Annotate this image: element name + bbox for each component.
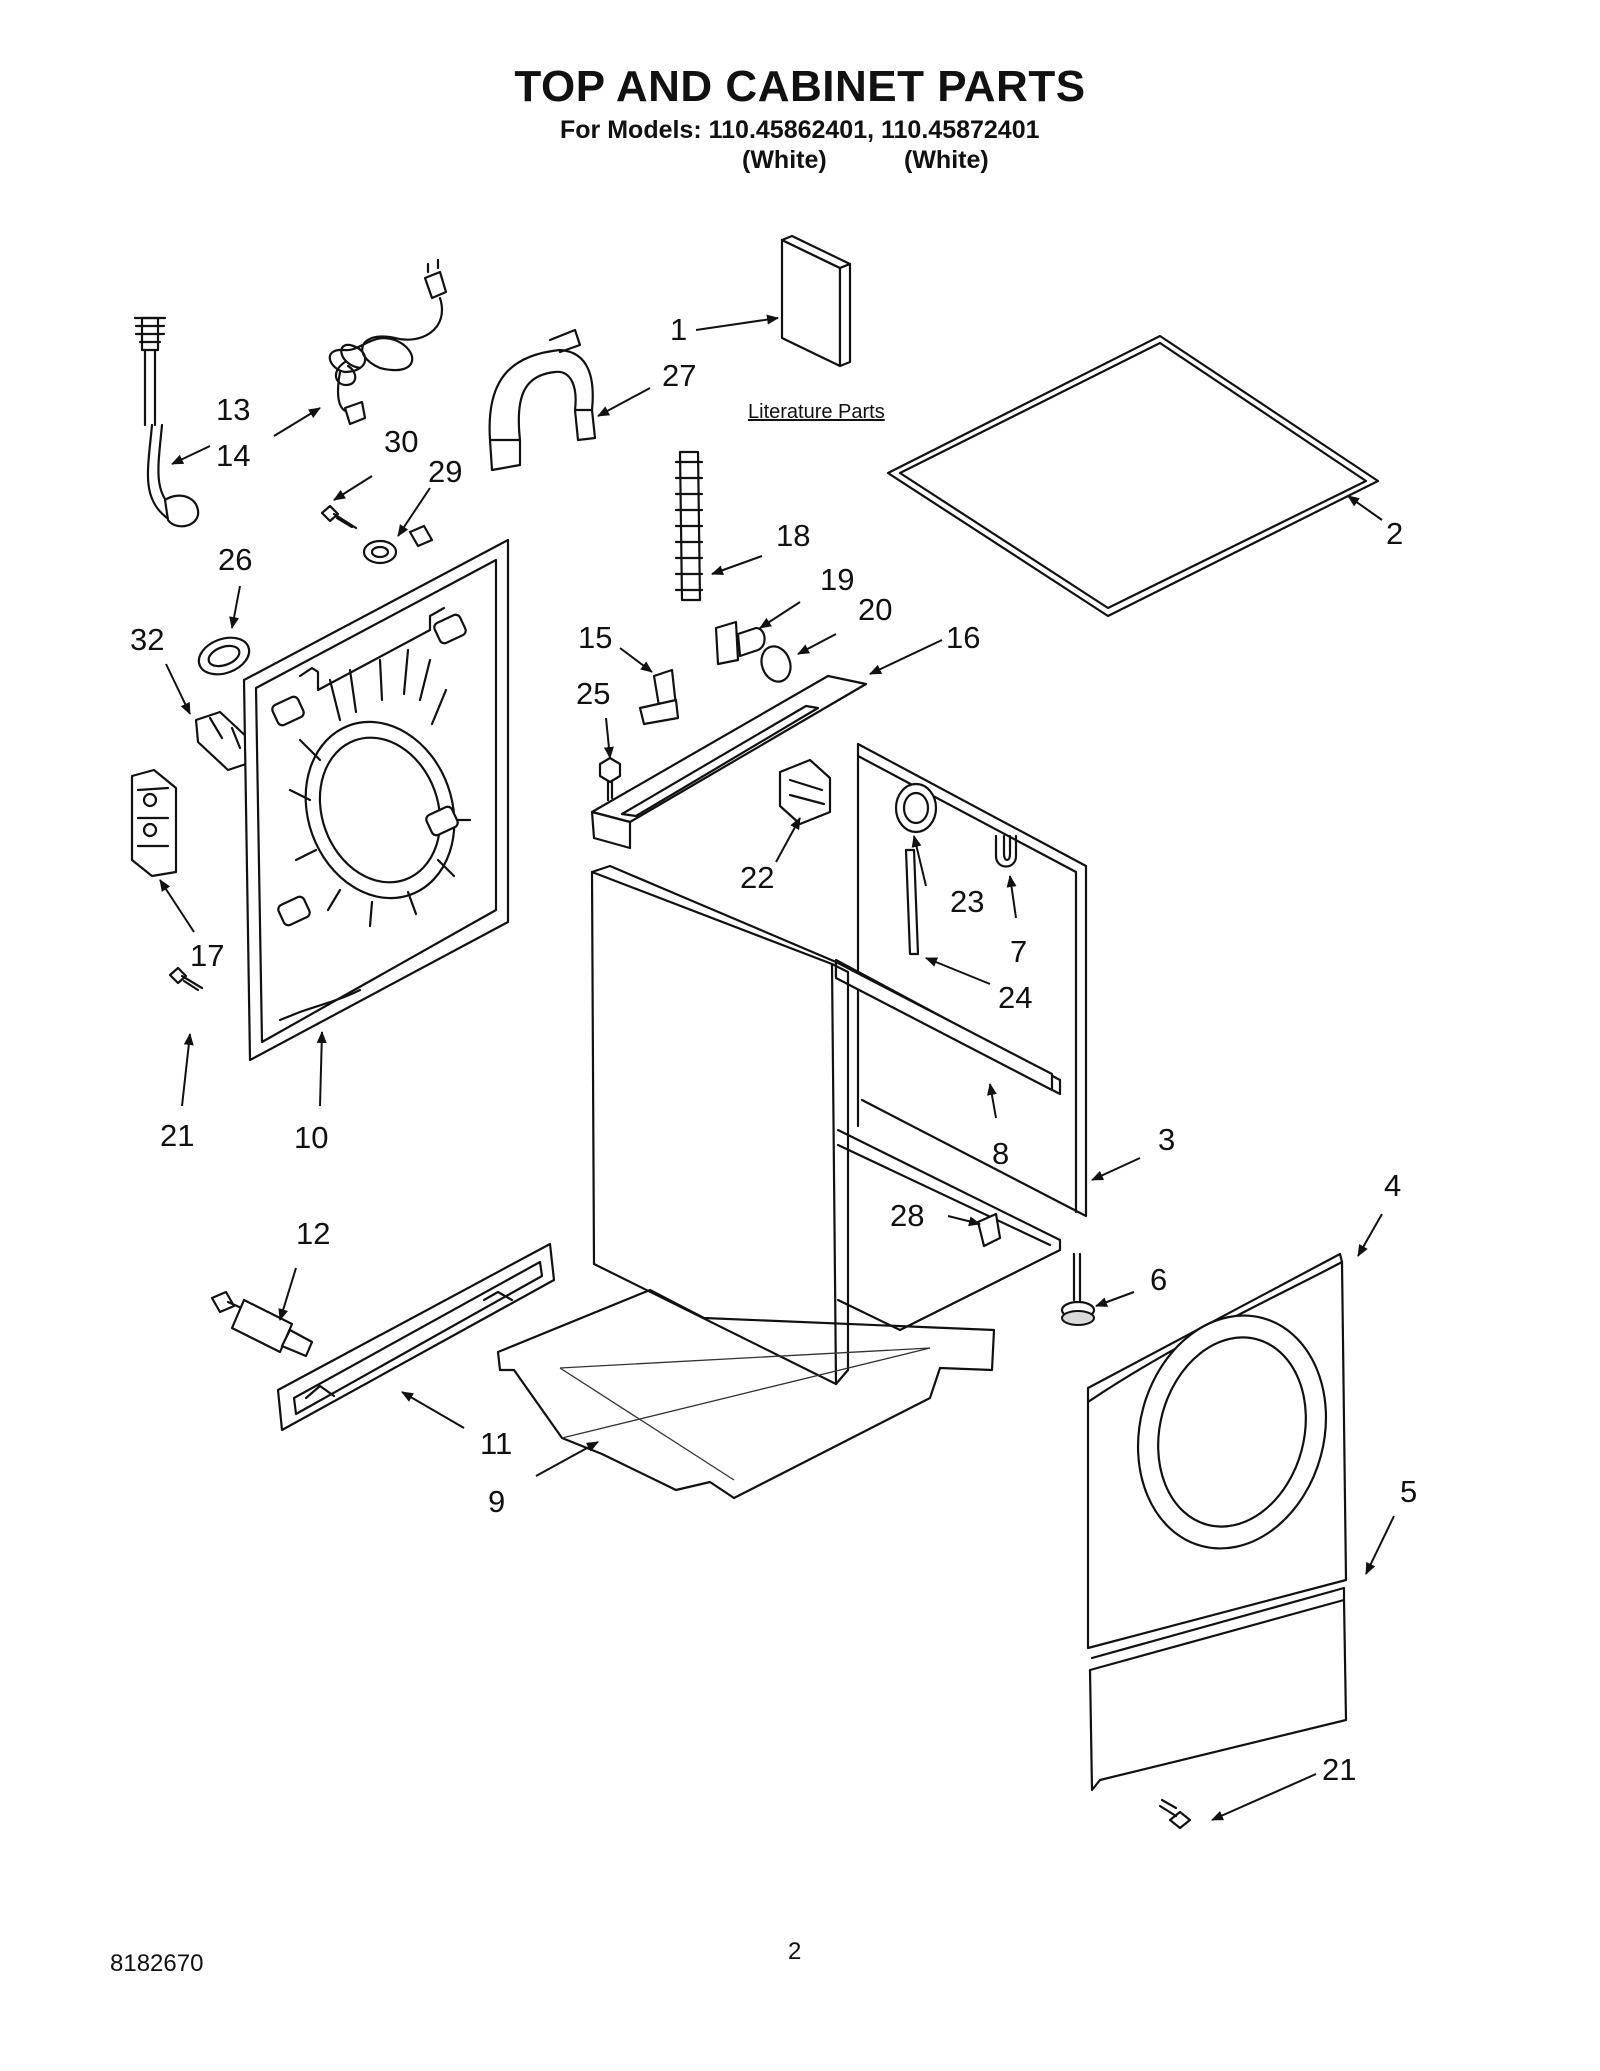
- rear-panel-part: [242, 538, 510, 1062]
- leveling-leg-12-part: [210, 1290, 314, 1358]
- screw-25-part: [598, 756, 622, 802]
- callout-15: 15: [578, 620, 612, 655]
- hose-bracket-part: [488, 328, 597, 472]
- top-strip-16-part: [590, 674, 868, 850]
- callout-10: 10: [294, 1120, 328, 1155]
- callout-arrows: [159, 314, 1395, 1821]
- power-cord-part: [328, 258, 448, 426]
- page-number: 2: [788, 1938, 802, 1965]
- callout-7: 7: [1010, 934, 1027, 969]
- drain-hose-part: [133, 316, 200, 528]
- kick-panel-5-part: [1088, 1586, 1348, 1792]
- side-panel-part: [590, 864, 850, 1386]
- callout-6: 6: [1150, 1262, 1167, 1297]
- callout-2: 2: [1386, 516, 1403, 551]
- screw-21-right-part: [1158, 1798, 1192, 1830]
- pressure-switch-22-part: [778, 758, 832, 826]
- callout-8: 8: [992, 1136, 1009, 1171]
- callout-29: 29: [428, 454, 462, 489]
- callout-23: 23: [950, 884, 984, 919]
- grommet-26-part: [197, 636, 251, 676]
- callout-14: 14: [216, 438, 250, 473]
- callout-30: 30: [384, 424, 418, 459]
- callout-21-right: 21: [1322, 1752, 1356, 1787]
- elbow-19-part: [714, 620, 766, 666]
- callout-13: 13: [216, 392, 250, 427]
- page-title: TOP AND CABINET PARTS: [514, 62, 1086, 111]
- clamp-20-part: [760, 645, 792, 683]
- callout-19: 19: [820, 562, 854, 597]
- literature-parts-label: Literature Parts: [748, 401, 885, 423]
- screw-21-left-part: [168, 966, 204, 992]
- callout-26: 26: [218, 542, 252, 577]
- front-panel-4-part: [1086, 1252, 1348, 1650]
- literature-book-part: [780, 234, 852, 368]
- callout-12: 12: [296, 1216, 330, 1251]
- callout-3: 3: [1158, 1122, 1175, 1157]
- callout-32: 32: [130, 622, 164, 657]
- clip-7-part: [994, 834, 1018, 868]
- foot-6-part: [1060, 1252, 1096, 1326]
- bracket-15-part: [638, 668, 680, 726]
- model2-color: (White): [904, 146, 989, 174]
- front-brace-11-part: [276, 1242, 556, 1432]
- callout-11: 11: [480, 1426, 512, 1461]
- callout-4: 4: [1384, 1168, 1401, 1203]
- pressure-connector-23-part: [894, 782, 938, 834]
- callout-28: 28: [890, 1198, 924, 1233]
- callout-25: 25: [576, 676, 610, 711]
- tube-24-part: [904, 848, 920, 956]
- brace-8-part: [834, 960, 1054, 1092]
- fill-hose-18-part: [674, 450, 704, 602]
- callout-20: 20: [858, 592, 892, 627]
- hose-clip-17-part: [130, 768, 178, 878]
- callout-labels: 1 2 3 4 5 6 7 8 9 10 11 12 13 14 15 16 1…: [130, 312, 1417, 1787]
- callout-1: 1: [670, 312, 687, 347]
- screw-30-part: [320, 504, 358, 530]
- callout-5: 5: [1400, 1474, 1417, 1509]
- clamp-29-part: [362, 524, 434, 565]
- models-line: For Models: 110.45862401, 110.45872401: [560, 116, 1040, 144]
- document-number: 8182670: [110, 1950, 204, 1977]
- model1-color: (White): [742, 146, 827, 174]
- callout-18: 18: [776, 518, 810, 553]
- base-sheet-9-part: [496, 1288, 996, 1500]
- callout-17: 17: [190, 938, 224, 973]
- callout-22: 22: [740, 860, 774, 895]
- top-frame-part: [886, 334, 1380, 618]
- callout-16: 16: [946, 620, 980, 655]
- callout-24: 24: [998, 980, 1032, 1015]
- callout-21-left: 21: [160, 1118, 194, 1153]
- callout-27: 27: [662, 358, 696, 393]
- callout-9: 9: [488, 1484, 505, 1519]
- clip-28-part: [976, 1212, 1002, 1248]
